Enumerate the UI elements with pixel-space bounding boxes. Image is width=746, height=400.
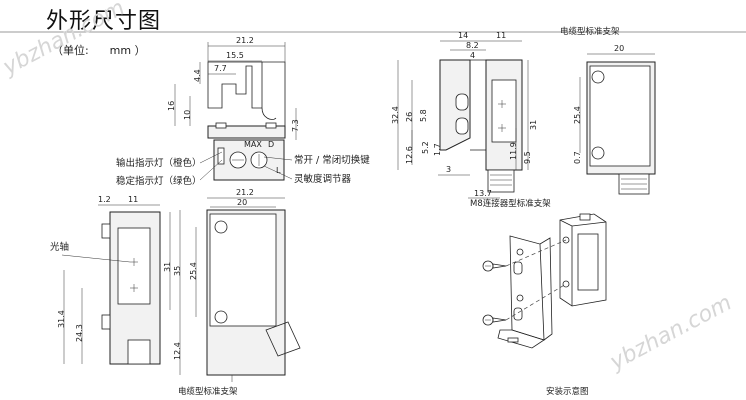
dim-hook-height: 7.3 — [291, 119, 300, 132]
dim-m8-front-width: 20 — [614, 44, 624, 53]
dim-m8-height-b: 26 — [405, 112, 414, 122]
watermark: ybzhan.com — [605, 290, 736, 375]
mode-switch-label: 常开 / 常闭切换键 — [294, 154, 370, 166]
dim-side-body-width: 20 — [237, 198, 247, 207]
sensitivity-adjuster-label: 灵敏度调节器 — [294, 173, 352, 185]
dim-m8-width-b: 11 — [496, 31, 506, 40]
dim-m8-height-a: 32.4 — [391, 106, 400, 124]
dim-m8-front-hole-pitch: 25.4 — [573, 106, 582, 124]
caption-m8-bracket: M8连接器型标准支架 — [470, 198, 551, 209]
dim-side-height: 35 — [173, 266, 182, 276]
dim-m8-height-i: 9.5 — [523, 151, 532, 164]
dim-front-offset: 1.2 — [98, 195, 111, 204]
screw-icon — [482, 260, 507, 272]
unit-note: （单位: mm ） — [52, 44, 146, 57]
dim-front-height: 31 — [163, 262, 172, 272]
callout-labels: 输出指示灯（橙色） 稳定指示灯（绿色） 常开 / 常闭切换键 灵敏度调节器 — [116, 151, 370, 187]
knob-max-label: MAX — [244, 140, 262, 149]
dim-m8-height-g: 31 — [529, 120, 538, 130]
caption-cable-bracket-top: 电缆型标准支架 — [560, 26, 620, 37]
screw-icon — [482, 314, 507, 326]
install-diagram: 安装示意图 — [482, 213, 607, 397]
dim-m8-front-offset: 0.7 — [573, 151, 582, 164]
caption-install-diagram: 安装示意图 — [546, 386, 589, 397]
knob-l-label: L — [276, 166, 281, 175]
dim-slot-depth: 4.4 — [193, 69, 202, 82]
dim-m8-width-d: 4 — [470, 51, 475, 60]
stable-indicator-label: 稳定指示灯（绿色） — [116, 175, 202, 187]
dim-bracket-offset: 10 — [183, 110, 192, 120]
optical-axis-label: 光轴 — [50, 241, 69, 253]
caption-cable-bracket-bottom: 电缆型标准支架 — [178, 386, 238, 397]
dim-m8-height-f: 1.7 — [433, 143, 442, 156]
side-view: 21.2 20 35 25.4 12.4 电缆型标准支架 — [173, 188, 301, 397]
dim-front-axis: 24.3 — [75, 324, 84, 342]
m8-front-view: 20 25.4 0.7 电缆型标准支架 — [560, 26, 656, 195]
dim-m8-height-d: 12.6 — [405, 146, 414, 164]
dim-side-hole-pitch: 25.4 — [189, 262, 198, 280]
dim-side-total-width: 21.2 — [236, 188, 254, 197]
dim-front-total: 31.4 — [57, 310, 66, 328]
dim-m8-height-h: 11.9 — [509, 142, 518, 160]
page-title: 外形尺寸图 — [46, 9, 162, 34]
bracket-top-view: MAX D L 21.2 15.5 7.7 4.4 16 10 7.3 — [167, 36, 300, 181]
dim-bracket-height: 16 — [167, 101, 176, 111]
knob-d-label: D — [268, 140, 274, 149]
m8-side-view: 14 11 8.2 4 32.4 26 5.8 12.6 5.2 1.7 31 … — [391, 31, 551, 209]
watermark: ybzhan.com — [0, 0, 129, 81]
dim-bracket-width: 21.2 — [236, 36, 254, 45]
dim-m8-height-e: 5.2 — [421, 141, 430, 154]
dim-side-cable: 12.4 — [173, 342, 182, 360]
dim-bracket-inner: 15.5 — [226, 51, 244, 60]
dim-slot-offset: 7.7 — [214, 64, 227, 73]
dim-m8-width-a: 14 — [458, 31, 468, 40]
dim-m8-height-j: 3 — [446, 165, 451, 174]
dim-m8-width-c: 8.2 — [466, 41, 479, 50]
dim-m8-width-e: 13.7 — [474, 189, 492, 198]
output-indicator-label: 输出指示灯（橙色） — [116, 157, 202, 169]
dim-front-width: 11 — [128, 195, 138, 204]
dim-m8-height-c: 5.8 — [419, 109, 428, 122]
front-view: 光轴 1.2 11 31 31.4 24.3 — [50, 195, 172, 365]
